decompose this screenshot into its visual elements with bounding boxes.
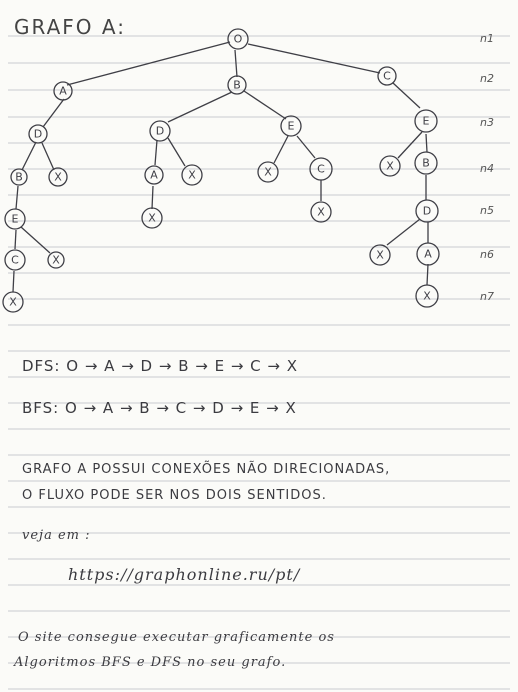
svg-text:O: O bbox=[234, 33, 243, 46]
svg-text:E: E bbox=[12, 213, 19, 226]
graph-node: C bbox=[309, 157, 333, 181]
note-line-1: GRAFO A POSSUI CONEXÕES NÃO DIRECIONADAS… bbox=[22, 462, 391, 477]
svg-text:B: B bbox=[422, 157, 430, 170]
see-label: veja em : bbox=[22, 528, 91, 543]
svg-text:C: C bbox=[317, 163, 325, 176]
svg-text:X: X bbox=[423, 290, 431, 303]
svg-text:A: A bbox=[59, 85, 67, 98]
svg-text:A: A bbox=[150, 169, 158, 182]
svg-text:X: X bbox=[264, 166, 272, 179]
graph-node: X bbox=[379, 155, 401, 177]
level-label: n7 bbox=[480, 290, 494, 303]
graph-node: D bbox=[149, 120, 171, 142]
svg-text:X: X bbox=[386, 160, 394, 173]
footer-line-1: O site consegue executar graficamente os bbox=[18, 630, 335, 645]
url-text: https://graphonline.ru/pt/ bbox=[68, 565, 301, 584]
graph-node: X bbox=[141, 207, 163, 229]
svg-text:X: X bbox=[376, 249, 384, 262]
svg-text:B: B bbox=[233, 79, 241, 92]
graph-node: X bbox=[48, 167, 68, 187]
level-label: n1 bbox=[480, 32, 494, 45]
graph-node: B bbox=[10, 168, 28, 186]
svg-text:X: X bbox=[54, 171, 62, 184]
graph-node: E bbox=[414, 109, 438, 133]
graph-node: X bbox=[310, 201, 332, 223]
footer-line-2: Algoritmos BFS e DFS no seu grafo. bbox=[14, 655, 287, 670]
level-label: n5 bbox=[480, 204, 494, 217]
level-label: n6 bbox=[480, 248, 494, 261]
graph-node: D bbox=[28, 124, 48, 144]
graph-title: GRAFO A: bbox=[14, 15, 126, 39]
level-label: n4 bbox=[480, 162, 494, 175]
graph-node: D bbox=[415, 199, 439, 223]
svg-text:C: C bbox=[383, 70, 391, 83]
graph-node: E bbox=[280, 115, 302, 137]
tree-nodes: O A B C D D E E B X A X X C X B E X X D … bbox=[2, 28, 440, 313]
note-line-2: O FLUXO PODE SER NOS DOIS SENTIDOS. bbox=[22, 488, 327, 503]
graph-node: X bbox=[369, 244, 391, 266]
level-labels: n1 n2 n3 n4 n5 n6 n7 bbox=[480, 32, 494, 303]
svg-text:X: X bbox=[317, 206, 325, 219]
graph-node: C bbox=[377, 66, 397, 86]
svg-text:D: D bbox=[423, 205, 431, 218]
tree-edges bbox=[12, 41, 429, 293]
dfs-sequence: DFS: O → A → D → B → E → C → X bbox=[22, 357, 299, 375]
graph-node: X bbox=[181, 164, 203, 186]
svg-text:X: X bbox=[9, 296, 17, 309]
graph-node: X bbox=[415, 284, 439, 308]
graph-node: B bbox=[227, 75, 247, 95]
level-label: n3 bbox=[480, 116, 494, 129]
ruled-lines bbox=[8, 35, 510, 690]
graph-node: X bbox=[257, 161, 279, 183]
graph-node: X bbox=[47, 251, 65, 269]
svg-text:D: D bbox=[34, 128, 42, 141]
svg-text:X: X bbox=[52, 254, 60, 267]
svg-text:X: X bbox=[188, 169, 196, 182]
graph-node: A bbox=[416, 242, 440, 266]
svg-text:E: E bbox=[423, 115, 430, 128]
bfs-sequence: BFS: O → A → B → C → D → E → X bbox=[22, 399, 297, 417]
level-label: n2 bbox=[480, 72, 494, 85]
graph-node: E bbox=[4, 208, 26, 230]
graph-node: C bbox=[4, 249, 26, 271]
graph-node: X bbox=[2, 291, 24, 313]
svg-text:X: X bbox=[148, 212, 156, 225]
svg-text:E: E bbox=[288, 120, 295, 133]
graph-node: O bbox=[227, 28, 249, 50]
graph-node: B bbox=[414, 151, 438, 175]
svg-text:A: A bbox=[424, 248, 432, 261]
graph-node: A bbox=[53, 81, 73, 101]
svg-text:C: C bbox=[11, 254, 19, 267]
svg-text:D: D bbox=[156, 125, 164, 138]
svg-text:B: B bbox=[15, 171, 23, 184]
graph-node: A bbox=[144, 165, 164, 185]
